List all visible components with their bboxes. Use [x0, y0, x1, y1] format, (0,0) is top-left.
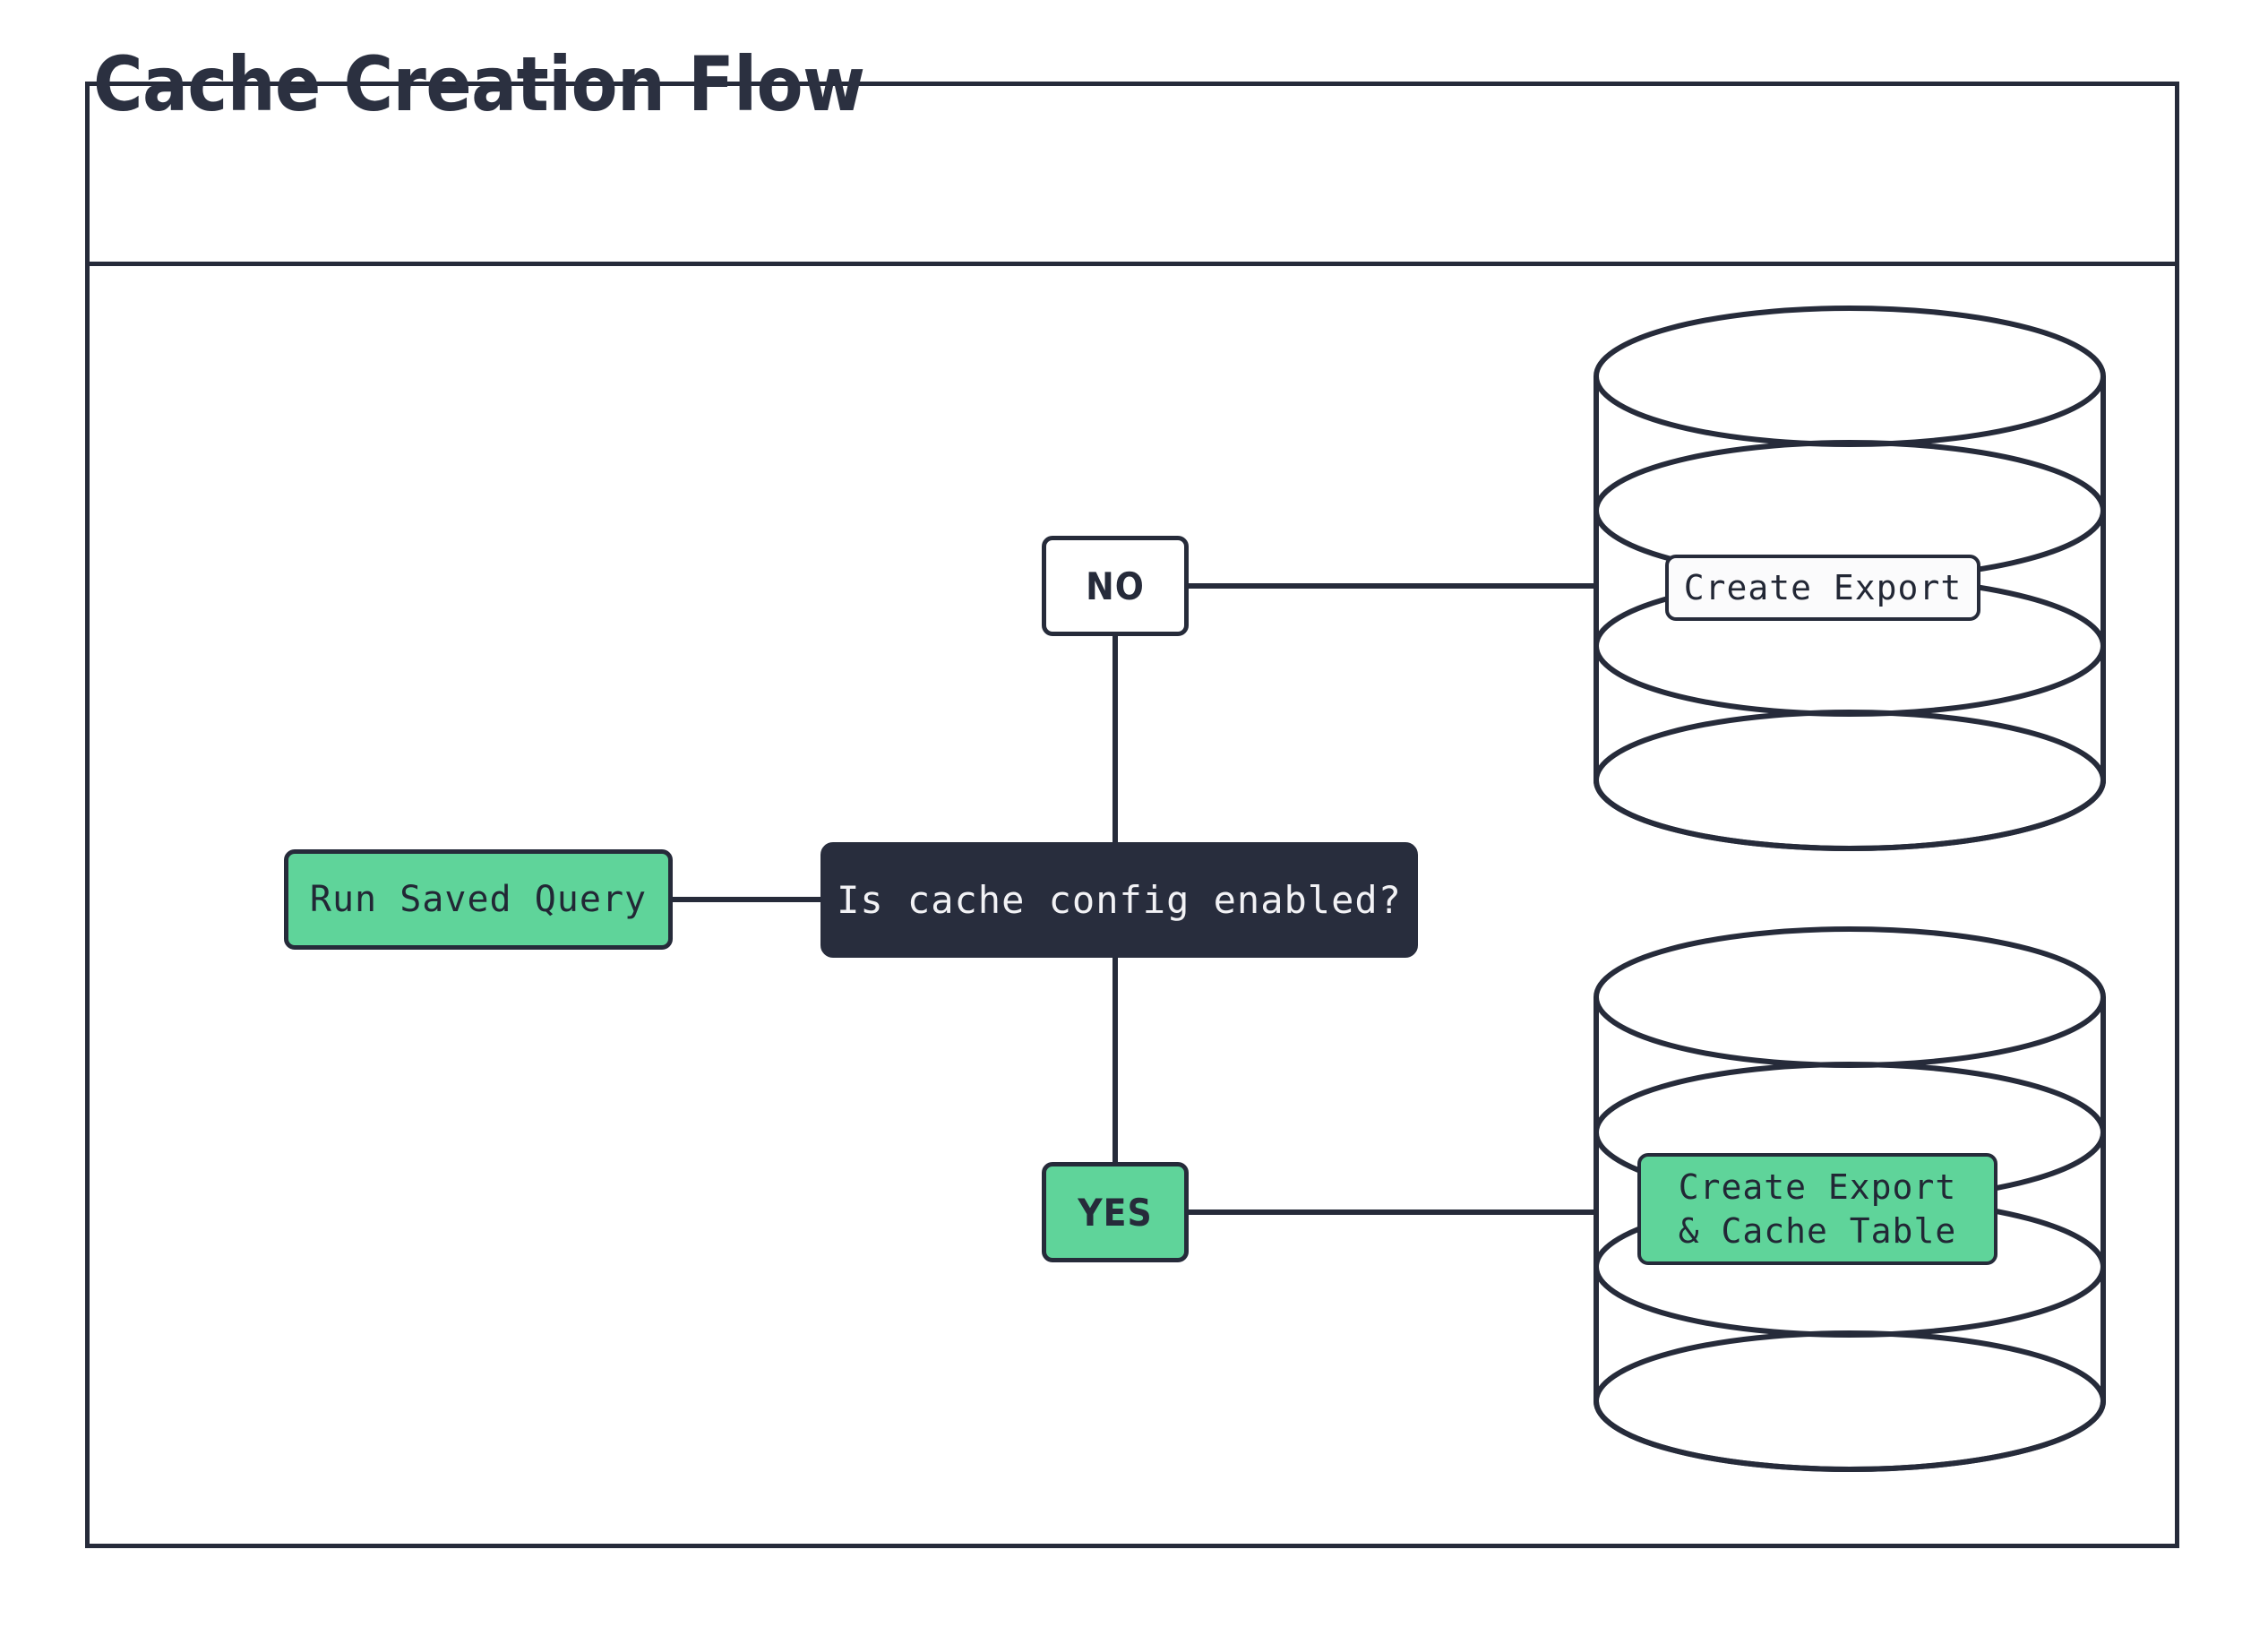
- diagram-title-bar: [90, 86, 2175, 266]
- node-create-export-cache-table-label[interactable]: Create Export& Cache Table: [1637, 1153, 1997, 1265]
- node-branch-no[interactable]: NO: [1042, 536, 1189, 636]
- node-create-export-label[interactable]: Create Export: [1665, 555, 1980, 621]
- cache-label-line-2: & Cache Table: [1678, 1210, 1957, 1251]
- node-branch-yes[interactable]: YES: [1042, 1162, 1189, 1262]
- create-export-cache-label-text: Create Export& Cache Table: [1679, 1166, 1956, 1253]
- cache-label-line-1: Create Export: [1678, 1166, 1957, 1207]
- page-title: Cache Creation Flow: [93, 40, 865, 128]
- diagram-frame: [85, 82, 2179, 1548]
- node-is-cache-config-enabled[interactable]: Is cache config enabled?: [820, 842, 1418, 958]
- node-run-saved-query[interactable]: Run Saved Query: [284, 849, 673, 950]
